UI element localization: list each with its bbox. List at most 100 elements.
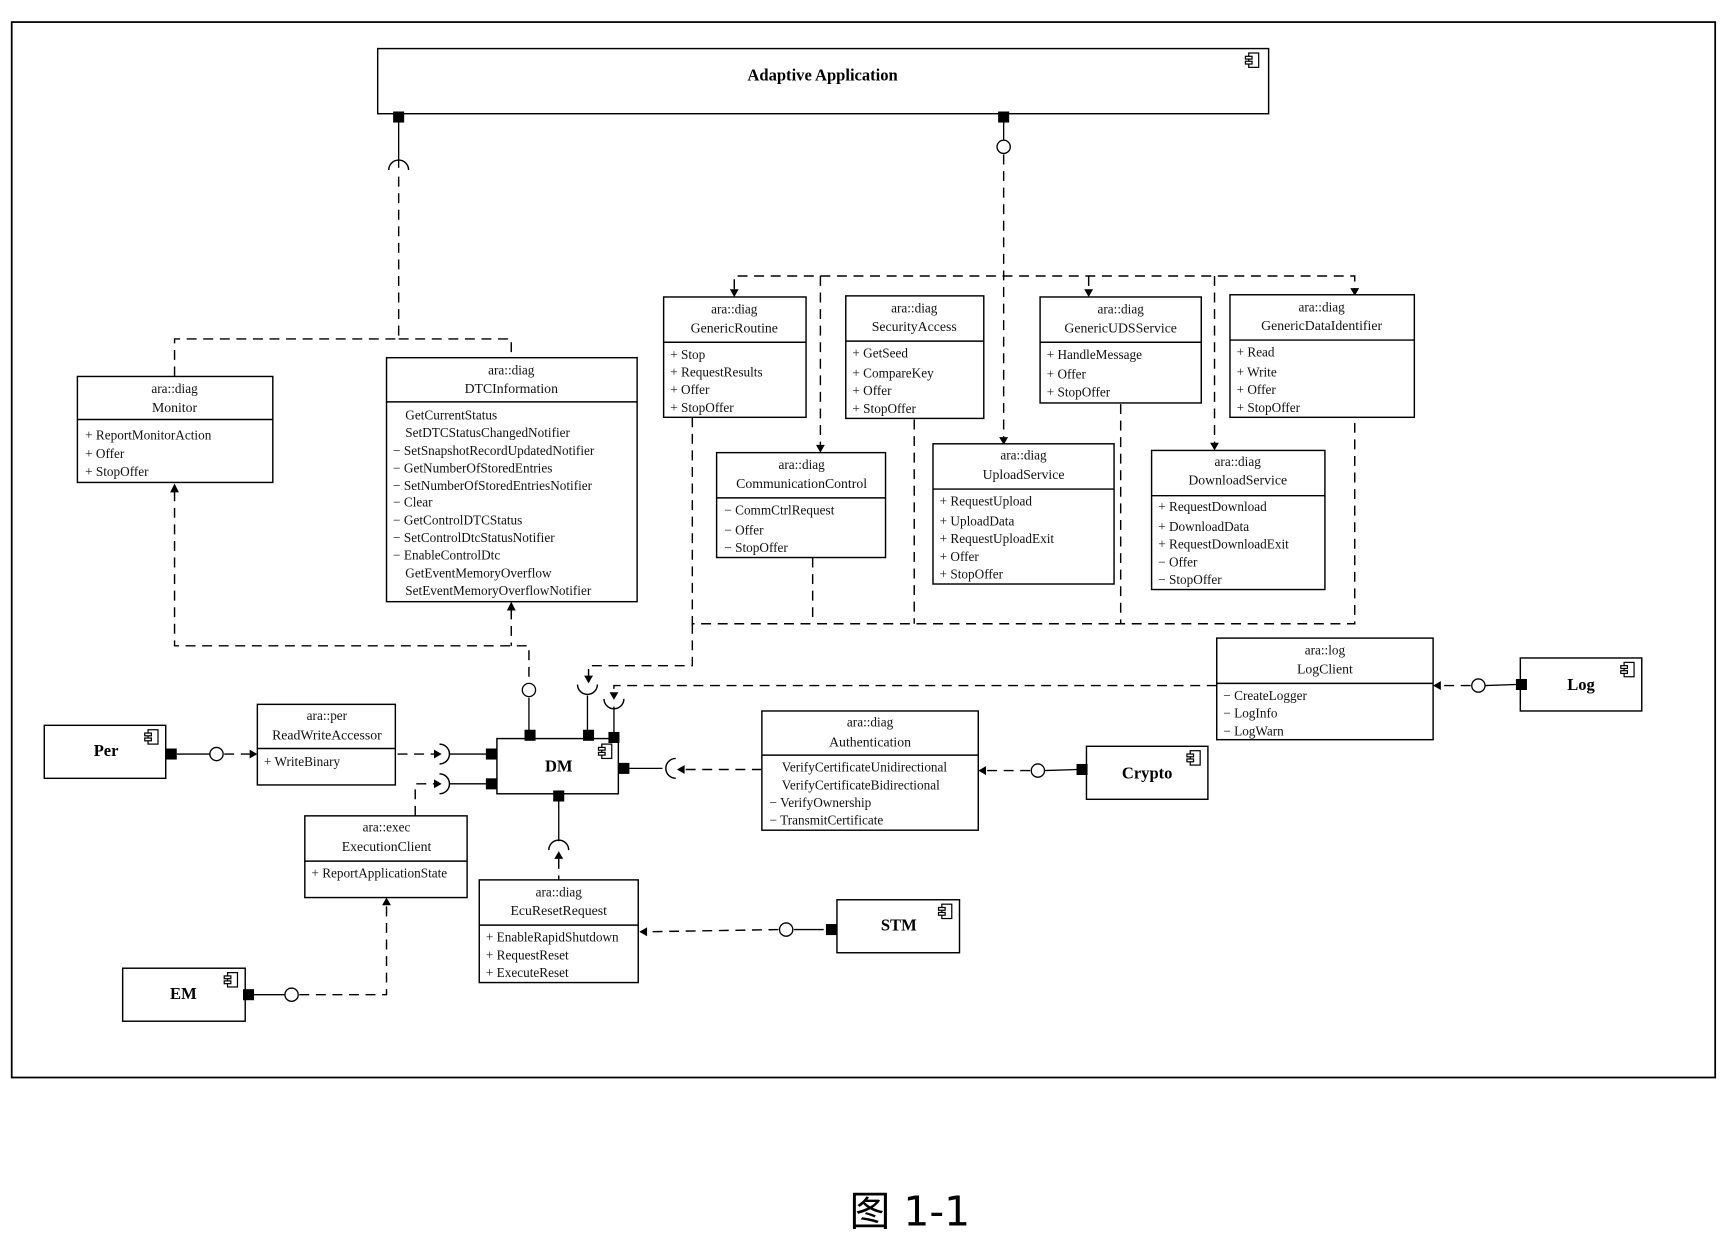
operation-label: + Offer <box>670 382 710 397</box>
operation-label: + RequestReset <box>486 947 569 962</box>
class-name-label: DownloadService <box>1188 473 1287 488</box>
class-monitor[interactable]: ara::diag Monitor + ReportMonitorAction … <box>76 375 274 484</box>
class-upload-service[interactable]: ara::diag UploadService + RequestUpload … <box>932 443 1115 585</box>
namespace-label: ara::diag <box>891 300 938 315</box>
port-square <box>1515 678 1527 690</box>
operation-label: + StopOffer <box>940 566 1004 581</box>
class-log-client[interactable]: ara::log LogClient − CreateLogger − LogI… <box>1216 637 1434 741</box>
operation-label: VerifyCertificateBidirectional <box>782 777 940 792</box>
port-square <box>998 111 1010 123</box>
namespace-label: ara::diag <box>711 302 758 317</box>
class-name-label: GenericRoutine <box>691 320 778 335</box>
operation-label: + RequestDownloadExit <box>1158 537 1289 552</box>
component-name-label: Per <box>94 741 119 760</box>
port-square <box>583 729 595 741</box>
operation-label: + Stop <box>670 347 705 362</box>
port-square <box>618 762 630 774</box>
operation-label: − Clear <box>393 495 433 510</box>
operation-label: + Offer <box>1047 367 1087 382</box>
port-square <box>393 111 405 123</box>
operation-label: + Offer <box>940 549 980 564</box>
namespace-label: ara::exec <box>363 819 411 834</box>
component-per[interactable]: Per <box>43 724 177 780</box>
class-execution-client[interactable]: ara::exec ExecutionClient + ReportApplic… <box>304 815 468 899</box>
operation-label: VerifyCertificateUnidirectional <box>782 760 948 775</box>
component-em[interactable]: EM <box>121 967 255 1022</box>
class-name-label: CommunicationControl <box>736 476 867 491</box>
class-name-label: DTCInformation <box>465 381 558 396</box>
port-square <box>165 748 177 760</box>
port-square <box>1076 763 1088 776</box>
operation-label: − StopOffer <box>1158 572 1222 587</box>
namespace-label: ara::diag <box>536 884 583 899</box>
component-stm[interactable]: STM <box>825 899 961 954</box>
port-square <box>608 731 620 743</box>
class-read-write-accessor[interactable]: ara::per ReadWriteAccessor + WriteBinary <box>256 703 397 786</box>
operation-label: + DownloadData <box>1158 519 1249 534</box>
class-ecu-reset-request[interactable]: ara::diag EcuResetRequest + EnableRapidS… <box>478 879 639 984</box>
operation-label: + StopOffer <box>85 464 149 479</box>
operation-label: + StopOffer <box>1047 384 1111 399</box>
operation-label: + ReportApplicationState <box>311 866 447 881</box>
component-log[interactable]: Log <box>1515 657 1643 712</box>
component-name-label: STM <box>881 916 917 935</box>
operation-label: − CreateLogger <box>1223 688 1307 703</box>
operation-label: − LogWarn <box>1223 723 1284 738</box>
operation-label: − GetControlDTCStatus <box>393 512 522 527</box>
operation-label: − TransmitCertificate <box>770 813 884 828</box>
port-square <box>825 924 837 936</box>
component-name-label: EM <box>170 984 197 1003</box>
operation-label: − StopOffer <box>724 540 788 555</box>
operation-label: SetEventMemoryOverflowNotifier <box>405 583 592 598</box>
operation-label: − Offer <box>724 522 764 537</box>
component-name-label: DM <box>545 757 573 776</box>
namespace-label: ara::diag <box>1215 454 1262 469</box>
class-download-service[interactable]: ara::diag DownloadService + RequestDownl… <box>1150 449 1326 591</box>
operation-label: + ExecuteReset <box>486 965 569 980</box>
class-name-label: LogClient <box>1297 661 1353 676</box>
operation-label: + StopOffer <box>1237 400 1301 415</box>
operation-label: + StopOffer <box>670 400 734 415</box>
operation-label: + Offer <box>852 383 892 398</box>
operation-label: − SetControlDtcStatusNotifier <box>393 530 555 545</box>
adaptive-application-component[interactable]: Adaptive Application <box>376 47 1270 123</box>
operation-label: GetEventMemoryOverflow <box>405 565 552 580</box>
operation-label: + GetSeed <box>852 346 908 361</box>
port-square <box>485 748 497 760</box>
class-name-label: Authentication <box>829 734 911 749</box>
operation-label: + UploadData <box>940 514 1015 529</box>
namespace-label: ara::diag <box>778 457 825 472</box>
namespace-label: ara::diag <box>1098 302 1145 317</box>
class-communication-control[interactable]: ara::diag CommunicationControl − CommCtr… <box>715 451 887 559</box>
operation-label: + Write <box>1237 364 1277 379</box>
class-authentication[interactable]: ara::diag Authentication VerifyCertifica… <box>761 710 979 831</box>
class-generic-data-identifier[interactable]: ara::diag GenericDataIdentifier + Read +… <box>1229 294 1416 419</box>
operation-label: + EnableRapidShutdown <box>486 930 619 945</box>
class-security-access[interactable]: ara::diag SecurityAccess + GetSeed + Com… <box>845 295 985 420</box>
class-name-label: ReadWriteAccessor <box>272 728 382 743</box>
class-name-label: GenericDataIdentifier <box>1261 318 1382 333</box>
class-name-label: ExecutionClient <box>342 839 432 854</box>
connectors <box>170 121 1516 1002</box>
namespace-label: ara::diag <box>1000 447 1047 462</box>
component-crypto[interactable]: Crypto <box>1076 745 1209 801</box>
operation-label: + Read <box>1237 345 1275 360</box>
operation-label: GetCurrentStatus <box>405 408 497 423</box>
figure-caption: 图 1-1 <box>850 1187 971 1235</box>
adaptive-application-title: Adaptive Application <box>747 66 897 85</box>
class-generic-routine[interactable]: ara::diag GenericRoutine + Stop + Reques… <box>662 296 807 419</box>
operation-label: + Offer <box>1237 382 1277 397</box>
class-name-label: EcuResetRequest <box>511 903 608 918</box>
component-name-label: Crypto <box>1122 763 1173 782</box>
operation-label: − Offer <box>1158 554 1198 569</box>
operation-label: + HandleMessage <box>1047 347 1142 362</box>
class-generic-uds-service[interactable]: ara::diag GenericUDSService + HandleMess… <box>1039 296 1202 404</box>
class-dtc-information[interactable]: ara::diag DTCInformation GetCurrentStatu… <box>385 356 638 603</box>
port-square <box>524 729 536 741</box>
operation-label: + RequestUploadExit <box>940 531 1055 546</box>
operation-label: − CommCtrlRequest <box>724 502 834 517</box>
port-square <box>485 778 497 790</box>
component-dm[interactable]: DM <box>485 729 630 802</box>
namespace-label: ara::diag <box>488 362 535 377</box>
